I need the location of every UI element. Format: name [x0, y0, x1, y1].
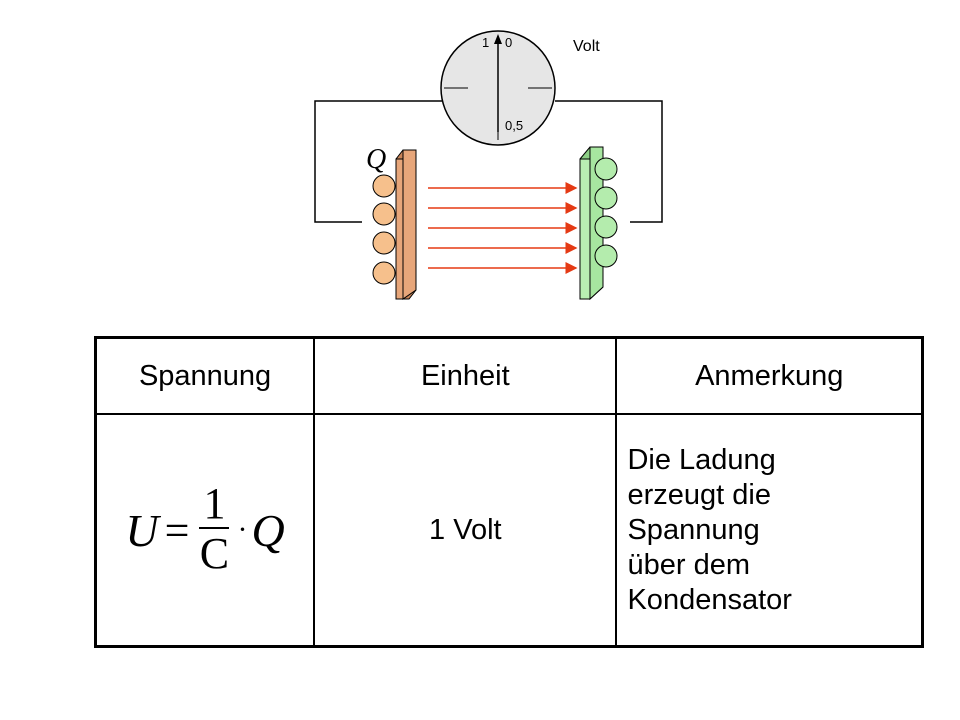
note-line: über dem	[627, 548, 750, 581]
negative-charge	[594, 186, 618, 210]
formula-equals: =	[164, 505, 190, 555]
voltage-formula: U = 1 C · Q	[97, 481, 313, 579]
note-cell: Die Ladung erzeugt die Spannung über dem…	[615, 413, 924, 648]
needle-arrowhead	[494, 34, 502, 44]
circuit-wire	[555, 100, 663, 223]
negative-charge	[594, 157, 618, 181]
positive-charge	[372, 174, 396, 198]
right-charges	[594, 157, 618, 268]
charge-symbol: Q	[366, 144, 386, 175]
formula-lhs: U	[125, 504, 159, 556]
positive-charge	[372, 261, 396, 285]
table-row: U = 1 C · Q 1 Volt Die Ladung erzeugt di…	[94, 413, 924, 648]
formula-cell: U = 1 C · Q	[94, 413, 316, 648]
positive-charge	[372, 202, 396, 226]
meter-label-bottom: 0,5	[505, 118, 523, 133]
capacitor-diagram: 1 0 0,5 Volt Q	[314, 30, 663, 301]
meter-label-left: 1	[482, 35, 489, 50]
meter-label-right: 0	[505, 35, 512, 50]
formula-numerator: 1	[199, 481, 230, 529]
table-header-row: Spannung Einheit Anmerkung	[94, 336, 924, 415]
header-einheit: Einheit	[313, 336, 618, 415]
meter-unit-label: Volt	[573, 38, 600, 55]
unit-cell: 1 Volt	[313, 413, 618, 648]
negative-charge	[594, 215, 618, 239]
header-anmerkung: Anmerkung	[615, 336, 924, 415]
note-line: erzeugt die	[627, 478, 771, 511]
electric-field-lines	[428, 182, 578, 274]
formula-dot: ·	[237, 513, 248, 546]
positive-charge	[372, 231, 396, 255]
formula-rhs: Q	[251, 504, 285, 556]
note-line: Kondensator	[627, 583, 792, 616]
voltage-table: Spannung Einheit Anmerkung U = 1 C · Q 1…	[94, 336, 924, 648]
formula-denominator: C	[199, 529, 230, 578]
left-plate	[395, 149, 417, 300]
formula-fraction: 1 C	[199, 481, 230, 579]
note-line: Die Ladung	[627, 443, 776, 476]
voltmeter: 1 0 0,5	[440, 30, 556, 146]
note-line: Spannung	[627, 513, 760, 546]
header-spannung: Spannung	[94, 336, 316, 415]
negative-charge	[594, 244, 618, 268]
left-charges	[372, 174, 396, 285]
circuit-wire	[314, 100, 442, 223]
